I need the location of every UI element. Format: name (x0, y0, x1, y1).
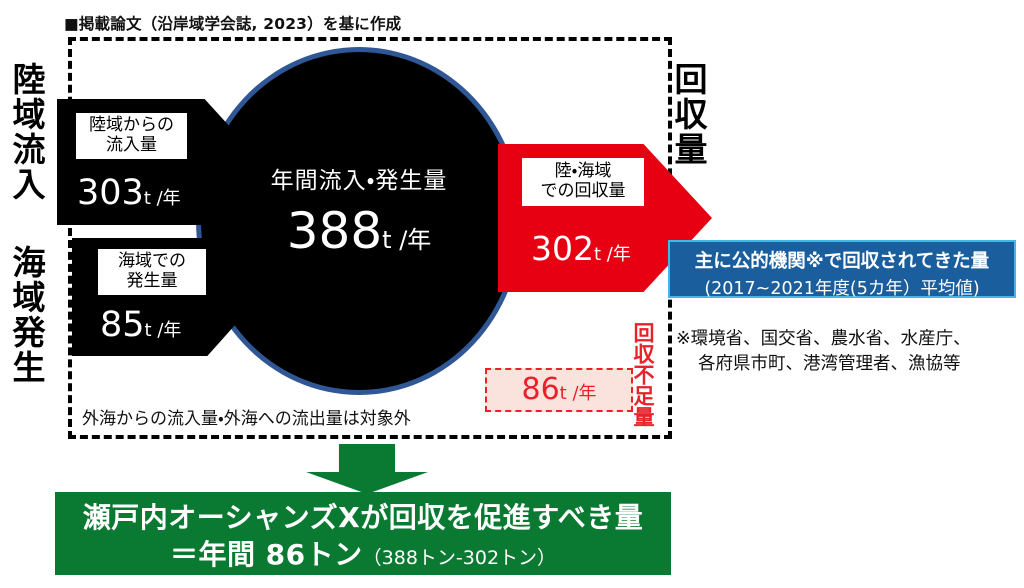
recovery-source-box: 主に公的機関※で回収されてきた量 (2017~2021年度(5カ年）平均値) (668, 240, 1016, 299)
down-arrow-icon (306, 444, 428, 494)
agency-footnote: ※環境省、国交省、農水省、水産庁、 各府県市町、港湾管理者、漁協等 (676, 327, 1016, 378)
agency-footnote-line1: ※環境省、国交省、農水省、水産庁、 (676, 329, 971, 349)
land-inflow-chip: 陸域からの 流入量 (74, 111, 189, 162)
shortfall-unit: t /年 (559, 383, 597, 404)
source-note: ■掲載論文（沿岸域学会誌, 2023）を基に作成 (64, 15, 402, 33)
land-inflow-chip-line1: 陸域からの (89, 115, 174, 135)
recovery-chip-line1: 陸・海域 (554, 161, 612, 181)
recovery-unit: t /年 (594, 244, 631, 265)
total-volume-value: 388t /年 (201, 206, 517, 256)
recovery-number: 302 (531, 229, 594, 268)
recovery-value: 302t /年 (531, 229, 631, 268)
sea-generation-unit: t /年 (144, 320, 182, 341)
side-label-sea-generation: 海域発生 (7, 245, 46, 385)
land-inflow-value: 303t /年 (77, 173, 181, 213)
recovery-source-line2: (2017~2021年度(5カ年）平均値) (704, 279, 980, 299)
recovery-chip-line2: での回収量 (540, 180, 626, 201)
sea-generation-chip-line1: 海域での (118, 251, 186, 271)
agency-footnote-line2: 各府県市町、港湾管理者、漁協等 (698, 354, 961, 375)
sea-generation-value: 85t /年 (100, 305, 181, 345)
total-volume-circle: 年間流入・発生量 388t /年 (196, 47, 522, 395)
side-label-recovery: 回収量 (669, 62, 708, 167)
land-inflow-number: 303 (77, 173, 144, 213)
conclusion-line1: 瀬戸内オーシャンズXが回収を促進すべき量 (82, 501, 644, 534)
total-volume-unit: t /年 (382, 225, 432, 254)
side-label-land-inflow: 陸域流入 (7, 62, 46, 202)
side-label-shortfall: 回収不足量 (631, 322, 655, 427)
conclusion-line2-main: ＝年間 86トン (169, 538, 363, 571)
shortfall-value: 86t /年 (521, 375, 596, 405)
scope-exclusion-note: 外海からの流入量・外海への流出量は対象外 (82, 409, 411, 429)
sea-generation-chip: 海域での 発生量 (96, 247, 208, 298)
total-volume-content: 年間流入・発生量 388t /年 (201, 168, 517, 256)
shortfall-number: 86 (521, 372, 560, 407)
land-inflow-arrow: 陸域からの 流入量 303t /年 (57, 99, 262, 225)
conclusion-line2-paren: （388トン-302トン） (362, 547, 557, 569)
shortfall-box: 86t /年 (485, 368, 633, 412)
sea-generation-number: 85 (100, 305, 145, 345)
recovery-source-line1: 主に公的機関※で回収されてきた量 (694, 251, 990, 272)
total-volume-number: 388 (286, 201, 383, 260)
land-inflow-chip-line2: 流入量 (106, 134, 157, 155)
conclusion-banner: 瀬戸内オーシャンズXが回収を促進すべき量 ＝年間 86トン（388トン-302ト… (55, 492, 671, 575)
land-inflow-unit: t /年 (143, 188, 181, 209)
recovery-chip: 陸・海域 での回収量 (522, 158, 644, 207)
conclusion-line2: ＝年間 86トン（388トン-302トン） (55, 537, 671, 572)
total-volume-caption: 年間流入・発生量 (270, 168, 448, 194)
sea-generation-chip-line2: 発生量 (126, 270, 178, 291)
